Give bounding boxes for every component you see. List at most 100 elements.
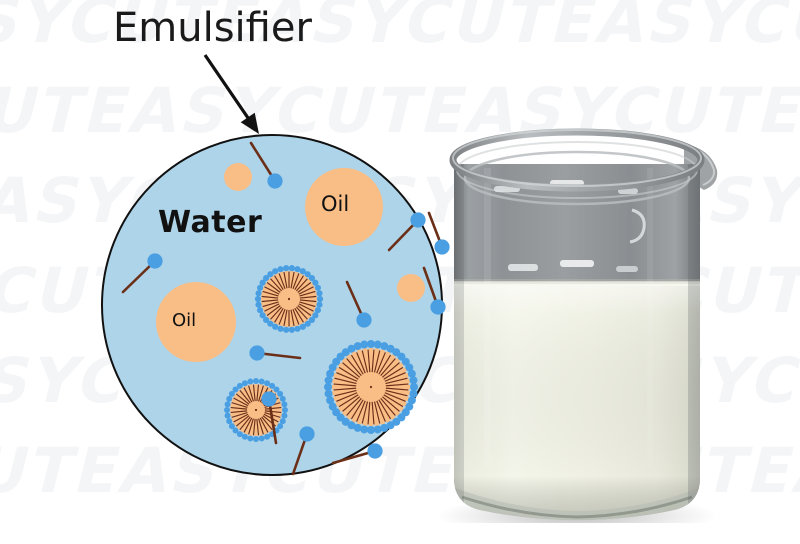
micelle-head: [326, 396, 335, 405]
micelle-head: [236, 382, 243, 389]
micelle-tail: [264, 302, 282, 312]
micelle-tail: [261, 299, 281, 303]
micelle-head: [273, 386, 280, 393]
micelle-head: [294, 325, 301, 332]
micelle: [224, 378, 288, 442]
micelle-head: [264, 433, 271, 440]
micelle-head: [380, 423, 389, 432]
micelle: [254, 265, 324, 333]
micelle-tail: [380, 394, 400, 412]
micelle-head: [386, 344, 395, 353]
micelle-head: [353, 423, 362, 432]
surfactant-molecule: [291, 426, 315, 476]
micelle-tail: [296, 286, 314, 296]
surfactant-head: [299, 426, 315, 442]
micelle-tail: [256, 384, 260, 403]
micelle-tail: [346, 396, 364, 416]
surfactant-head: [410, 212, 426, 228]
micelle-tail: [261, 295, 281, 299]
micelle-tail: [293, 275, 304, 292]
micelle-head: [405, 363, 414, 372]
micelle-head: [353, 342, 362, 351]
micelle-head: [314, 307, 322, 314]
micelle-head: [277, 423, 284, 430]
micelle-head: [360, 340, 369, 349]
micelle-tail: [377, 397, 391, 420]
micelle-tail: [383, 387, 409, 391]
micelle-head: [308, 316, 316, 323]
micelle-tail: [382, 389, 408, 397]
micelle-tail: [230, 406, 249, 410]
micelle-head: [367, 426, 375, 434]
micelle-head: [277, 266, 284, 273]
micelle-head: [324, 389, 333, 398]
micelle-head: [255, 301, 262, 308]
micelle-head: [283, 326, 290, 333]
micelle-head: [407, 396, 416, 405]
micelle-head: [282, 407, 288, 413]
micelle-head: [380, 342, 389, 351]
micelle-tail: [375, 398, 386, 422]
micelle-head: [299, 323, 306, 330]
micelle-tail: [259, 416, 269, 433]
micelle-head: [226, 395, 233, 402]
micelle-head: [264, 380, 271, 387]
micelle-tail: [233, 413, 250, 423]
micelle-tail: [378, 396, 396, 416]
micelle-tail: [248, 385, 255, 404]
micelle-tail: [297, 291, 316, 298]
micelle-head: [373, 340, 382, 349]
micelle-tail: [378, 358, 396, 378]
micelle-center-dot: [369, 385, 373, 389]
micelle-tail: [367, 399, 371, 425]
micelle-tail: [290, 307, 295, 327]
micelle-head: [373, 425, 382, 434]
micelle-head: [405, 402, 414, 411]
micelle-head: [392, 417, 401, 426]
micelle-tail: [297, 300, 316, 307]
micelle-head: [324, 376, 333, 385]
micelle-tail: [381, 393, 404, 407]
micelle-tail: [333, 387, 359, 391]
micelle-head: [281, 401, 288, 408]
micelle-tail: [346, 358, 364, 378]
micelle-tail: [283, 307, 288, 327]
micelle-head: [258, 378, 265, 385]
micelle-tail: [356, 398, 367, 422]
micelle-head: [277, 390, 284, 397]
micelle-tail: [373, 398, 381, 424]
micelle-tail: [356, 352, 367, 376]
micelle-tail: [373, 350, 381, 376]
micelle-tail: [262, 291, 281, 298]
micelle-head: [247, 378, 254, 385]
micelle-head: [272, 323, 279, 330]
micelle-head: [255, 290, 262, 297]
surfactant-molecule: [387, 212, 426, 252]
micelle-tail: [383, 383, 409, 387]
micelle-tail: [239, 390, 252, 405]
micelle-tail: [263, 406, 282, 410]
micelle-head: [279, 395, 286, 402]
oil-droplet-labeled: [156, 282, 236, 362]
micelle-head: [241, 380, 248, 387]
micelle-tail: [256, 417, 260, 436]
micelle-head: [314, 284, 322, 291]
micelle-tail: [371, 349, 375, 375]
micelle-tail: [336, 391, 360, 402]
micelle-tail: [342, 394, 362, 412]
micelle-tail: [262, 300, 281, 307]
micelle-head: [269, 382, 276, 389]
micelle-tail: [252, 417, 256, 436]
micelle-head: [332, 408, 341, 417]
surfactant-head: [147, 253, 163, 269]
micelle-tail: [278, 273, 287, 291]
micelle-head: [324, 383, 332, 391]
micelle-head: [224, 407, 230, 413]
micelle-tail: [367, 349, 371, 375]
micelle-tail: [342, 362, 362, 380]
micelle-head: [294, 266, 301, 273]
micelle-tail: [338, 367, 361, 381]
micelle-tail: [257, 416, 264, 435]
micelle-tail: [382, 391, 406, 402]
